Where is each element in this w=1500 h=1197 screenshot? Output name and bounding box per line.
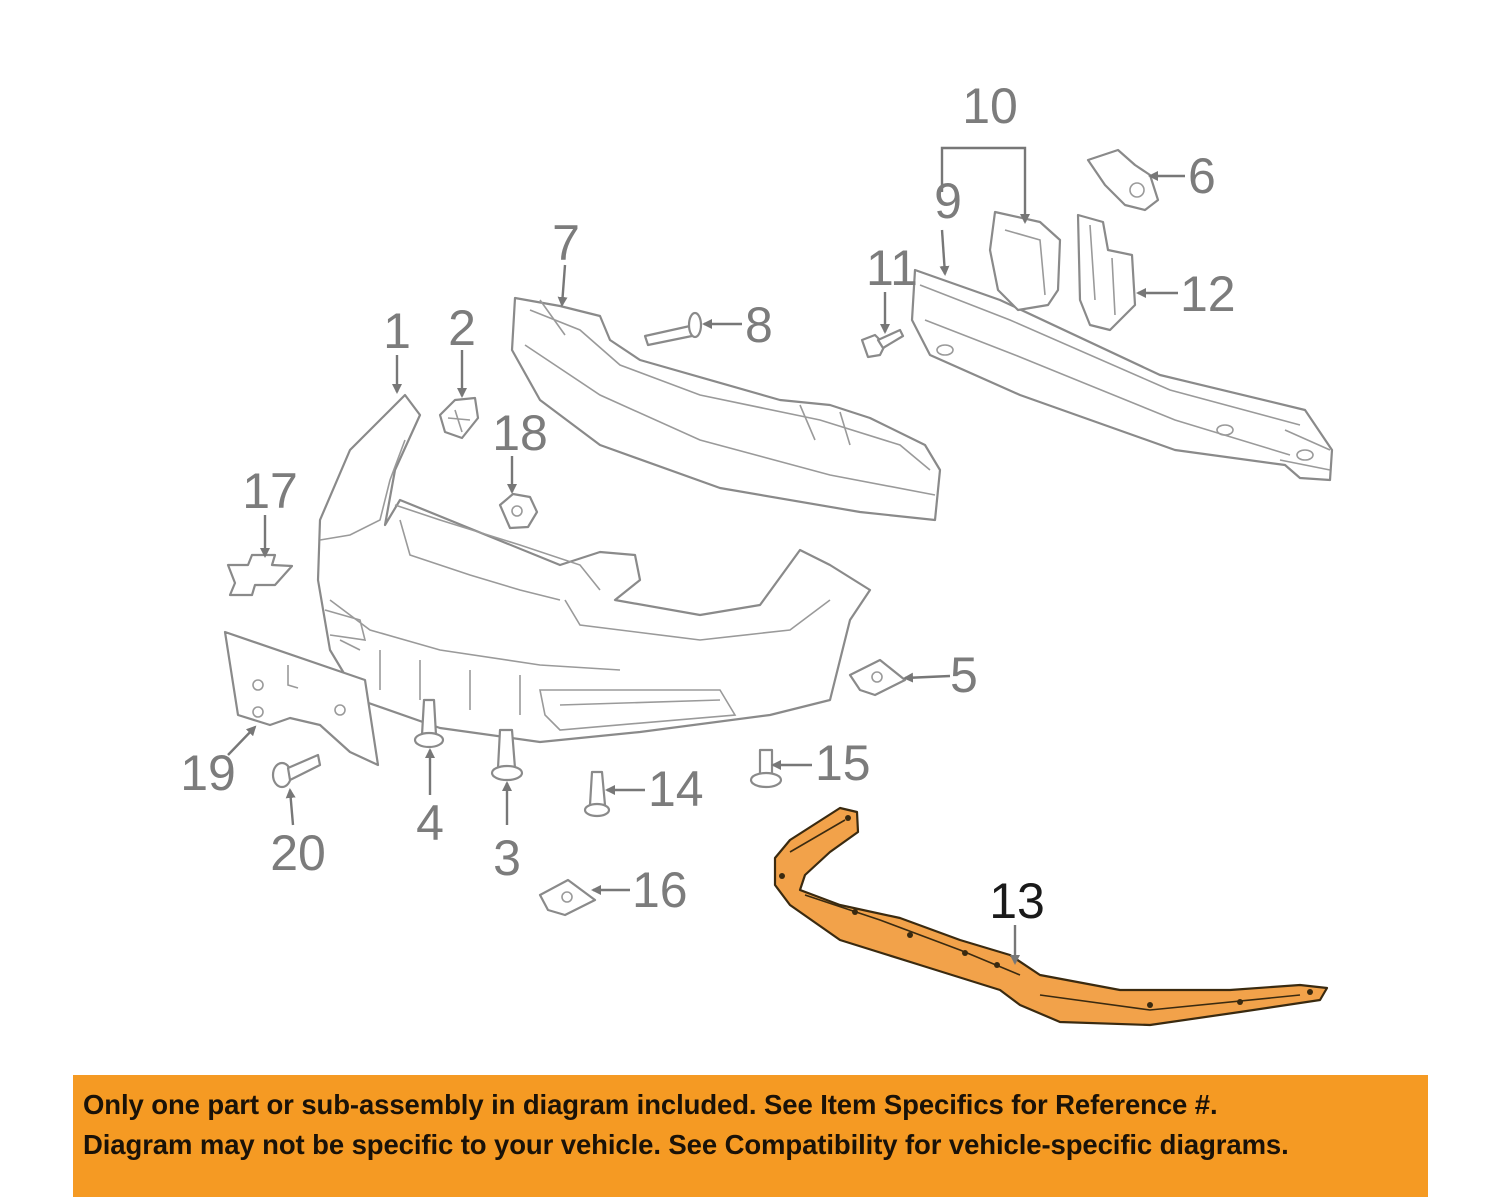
callout-2: 2 xyxy=(448,300,476,356)
part-15-bolt xyxy=(749,748,783,789)
part-10-bracket xyxy=(988,210,1062,312)
callout-11: 11 xyxy=(866,240,918,296)
callout-4: 4 xyxy=(416,795,444,851)
part-9-reinforcement-bar xyxy=(910,268,1334,482)
leader-lines xyxy=(227,146,1185,965)
part-8-push-pin xyxy=(643,311,703,347)
part-13-air-deflector xyxy=(773,806,1329,1027)
callout-12: 12 xyxy=(1180,266,1236,322)
part-1-bumper-cover xyxy=(316,393,872,744)
part-6-clip xyxy=(1086,148,1160,212)
callout-14: 14 xyxy=(648,761,704,817)
callout-1: 1 xyxy=(383,303,411,359)
part-14-push-pin xyxy=(583,770,611,818)
part-7-energy-absorber xyxy=(510,296,942,522)
disclaimer-line-2: Diagram may not be specific to your vehi… xyxy=(83,1129,1289,1160)
callout-3: 3 xyxy=(493,830,521,886)
part-16-clip xyxy=(538,878,597,917)
callout-9: 9 xyxy=(934,173,962,229)
part-18-nut xyxy=(498,492,539,530)
part-4-pin xyxy=(413,698,445,749)
callout-7: 7 xyxy=(552,215,580,271)
part-2-retainer xyxy=(438,396,480,440)
part-20-screw xyxy=(271,753,322,789)
callout-20: 20 xyxy=(270,825,326,881)
part-3-pin xyxy=(490,728,524,782)
callout-labels: 1 2 3 4 5 6 7 8 9 10 11 12 13 14 15 16 1… xyxy=(180,78,1235,929)
part-17-emblem xyxy=(226,553,294,597)
callout-10: 10 xyxy=(962,78,1018,134)
callout-8: 8 xyxy=(745,297,773,353)
part-11-bolt xyxy=(860,328,905,359)
callout-13: 13 xyxy=(989,873,1045,929)
callout-18: 18 xyxy=(492,405,548,461)
part-12-bracket xyxy=(1076,213,1137,332)
parts-diagram: 1 2 3 4 5 6 7 8 9 10 11 12 13 14 15 16 1… xyxy=(180,78,1334,1027)
callout-15: 15 xyxy=(815,735,871,791)
callout-16: 16 xyxy=(632,862,688,918)
callout-19: 19 xyxy=(180,745,236,801)
callout-17: 17 xyxy=(242,463,298,519)
disclaimer-banner: Only one part or sub-assembly in diagram… xyxy=(73,1075,1428,1197)
part-5-clip xyxy=(848,658,907,697)
disclaimer-line-1: Only one part or sub-assembly in diagram… xyxy=(83,1089,1218,1120)
callout-5: 5 xyxy=(950,647,978,703)
callout-6: 6 xyxy=(1188,148,1216,204)
part-19-plate-bracket xyxy=(223,630,380,767)
